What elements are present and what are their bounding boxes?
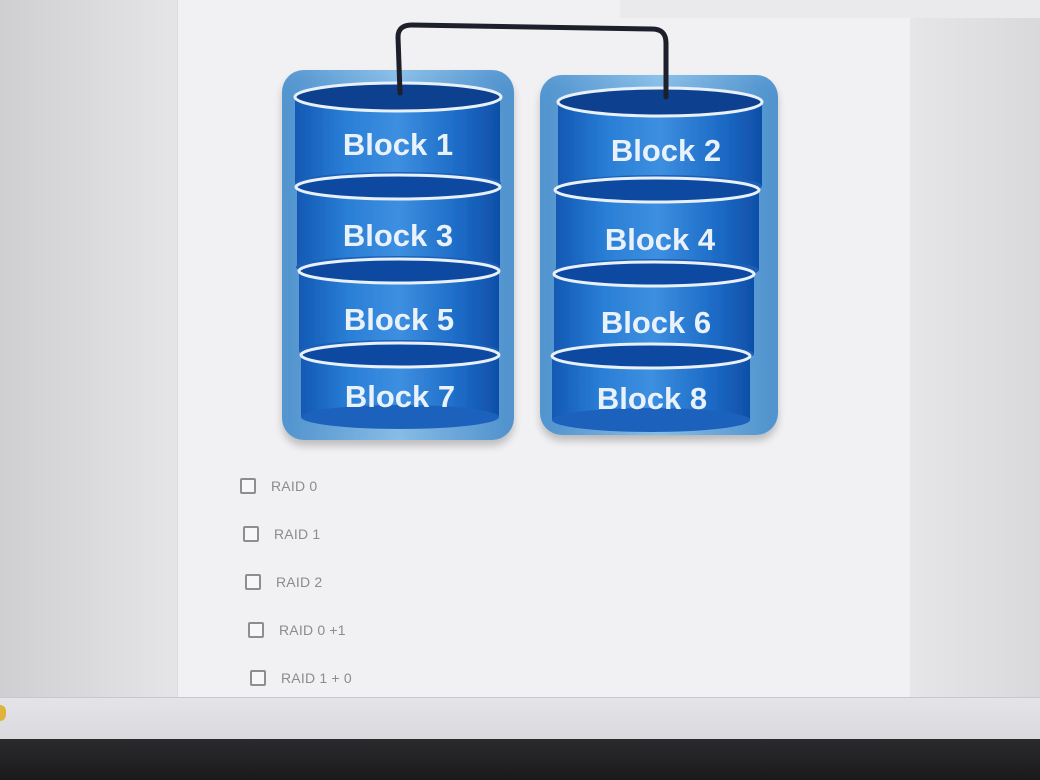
option-label: RAID 0 +1 bbox=[279, 622, 346, 638]
checkbox[interactable] bbox=[243, 526, 259, 542]
option-label: RAID 1 + 0 bbox=[281, 670, 352, 686]
disk-1: Block 1 Block 3 Block 5 Block 7 bbox=[282, 70, 514, 440]
option-label: RAID 1 bbox=[274, 526, 321, 542]
disk-2-block-label: Block 2 bbox=[611, 133, 721, 168]
disk-2-block-label: Block 8 bbox=[597, 381, 707, 416]
option-label: RAID 2 bbox=[276, 574, 323, 590]
screen-bezel bbox=[0, 739, 1040, 780]
disk-2-block-label: Block 4 bbox=[605, 222, 716, 257]
disk-connector bbox=[395, 22, 669, 100]
disk-2-block-label: Block 6 bbox=[601, 305, 711, 340]
checkbox[interactable] bbox=[248, 622, 264, 638]
option-raid-1-plus-0[interactable]: RAID 1 + 0 bbox=[250, 667, 540, 689]
checkbox[interactable] bbox=[250, 670, 266, 686]
bottom-toolbar bbox=[0, 697, 1040, 740]
disk-1-block-label: Block 5 bbox=[344, 302, 454, 337]
disk-1-platter-4: Block 7 bbox=[299, 341, 501, 429]
option-label: RAID 0 bbox=[271, 478, 318, 494]
disk-2-platter-2: Block 4 bbox=[553, 176, 761, 281]
option-raid-2[interactable]: RAID 2 bbox=[245, 571, 540, 593]
checkbox[interactable] bbox=[245, 574, 261, 590]
raid-diagram: Block 1 Block 3 Block 5 Block 7 Block bbox=[282, 22, 778, 440]
taskbar-app-icon[interactable] bbox=[0, 705, 6, 721]
disk-2-platter-4: Block 8 bbox=[550, 342, 752, 432]
checkbox[interactable] bbox=[240, 478, 256, 494]
disk-1-block-label: Block 7 bbox=[345, 379, 455, 414]
answer-options: RAID 0 RAID 1 RAID 2 RAID 0 +1 RAID 1 + … bbox=[240, 475, 540, 715]
page-right-margin bbox=[910, 0, 1040, 700]
option-raid-1[interactable]: RAID 1 bbox=[243, 523, 540, 545]
disk-1-block-label: Block 1 bbox=[343, 127, 453, 162]
top-strip bbox=[620, 0, 1040, 18]
disk-1-block-label: Block 3 bbox=[343, 218, 453, 253]
option-raid-0-plus-1[interactable]: RAID 0 +1 bbox=[248, 619, 540, 641]
disk-1-platter-3: Block 5 bbox=[297, 257, 501, 362]
option-raid-0[interactable]: RAID 0 bbox=[240, 475, 540, 497]
disk-2: Block 2 Block 4 Block 6 Block 8 bbox=[540, 75, 778, 435]
